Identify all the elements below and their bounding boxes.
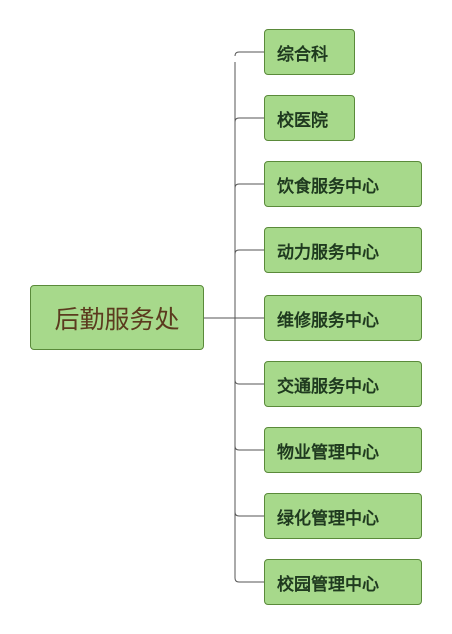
child-node-6[interactable]: 交通服务中心 <box>264 361 422 407</box>
connector-child-4 <box>234 249 264 255</box>
connector-child-9 <box>234 577 264 583</box>
connector-child-8 <box>234 511 264 517</box>
child-node-label: 饮食服务中心 <box>277 176 379 197</box>
child-node-1[interactable]: 综合科 <box>264 29 355 75</box>
child-node-label: 物业管理中心 <box>277 442 379 463</box>
child-node-label: 绿化管理中心 <box>277 508 379 529</box>
child-node-7[interactable]: 物业管理中心 <box>264 427 422 473</box>
child-node-4[interactable]: 动力服务中心 <box>264 227 422 273</box>
child-node-8[interactable]: 绿化管理中心 <box>264 493 422 539</box>
child-node-9[interactable]: 校园管理中心 <box>264 559 422 605</box>
connector-child-7 <box>234 445 264 451</box>
child-node-label: 校园管理中心 <box>277 574 379 595</box>
child-node-label: 动力服务中心 <box>277 242 379 263</box>
child-node-label: 综合科 <box>277 44 328 65</box>
child-node-5[interactable]: 维修服务中心 <box>264 295 422 341</box>
child-node-2[interactable]: 校医院 <box>264 95 355 141</box>
child-node-label: 校医院 <box>277 110 328 131</box>
root-node-label: 后勤服务处 <box>54 304 180 334</box>
child-node-label: 维修服务中心 <box>277 310 379 331</box>
connector-child-2 <box>234 117 264 123</box>
root-node[interactable]: 后勤服务处 <box>30 285 204 350</box>
connector-child-3 <box>234 183 264 189</box>
connector-child-6 <box>234 379 264 385</box>
child-node-label: 交通服务中心 <box>277 376 379 397</box>
connector-child-1 <box>234 51 264 57</box>
child-node-3[interactable]: 饮食服务中心 <box>264 161 422 207</box>
